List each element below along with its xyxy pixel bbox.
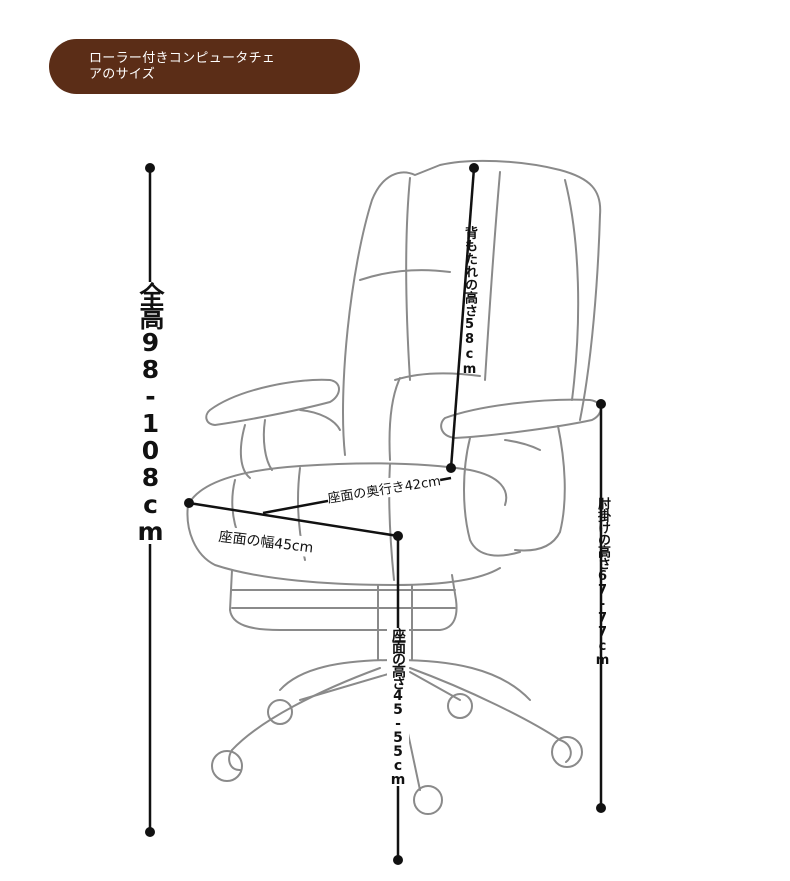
chair-illustration: [186, 159, 602, 815]
seat-height-bottom-dot: [393, 855, 403, 865]
backrest-bottom-dot: [446, 463, 456, 473]
total-height-top-dot: [145, 163, 155, 173]
seat-height-label: 座面の高さ45-55cm: [387, 628, 409, 786]
title-banner: ローラー付きコンピュータチェ アのサイズ: [49, 39, 360, 94]
measurement-endpoints: [145, 163, 606, 865]
seat-width-left-dot: [184, 498, 194, 508]
armrest-bottom-dot: [596, 803, 606, 813]
backrest-top-dot: [469, 163, 479, 173]
seat-width-line: [188, 501, 399, 538]
armrest-top-dot: [596, 399, 606, 409]
total-height-label: 全高98-108cm: [134, 282, 166, 544]
title-line-2: アのサイズ: [89, 67, 156, 82]
seat-corner-dot: [393, 531, 403, 541]
armrest-height-label: 肘掛けの高さ67-77cm: [595, 497, 610, 667]
total-height-bottom-dot: [145, 827, 155, 837]
title-line-1: ローラー付きコンピュータチェ: [89, 51, 276, 66]
backrest-height-label: 背もたれの高さ58cm: [462, 226, 477, 377]
measurement-lines: [148, 167, 603, 860]
backrest-height-line: [449, 167, 476, 469]
